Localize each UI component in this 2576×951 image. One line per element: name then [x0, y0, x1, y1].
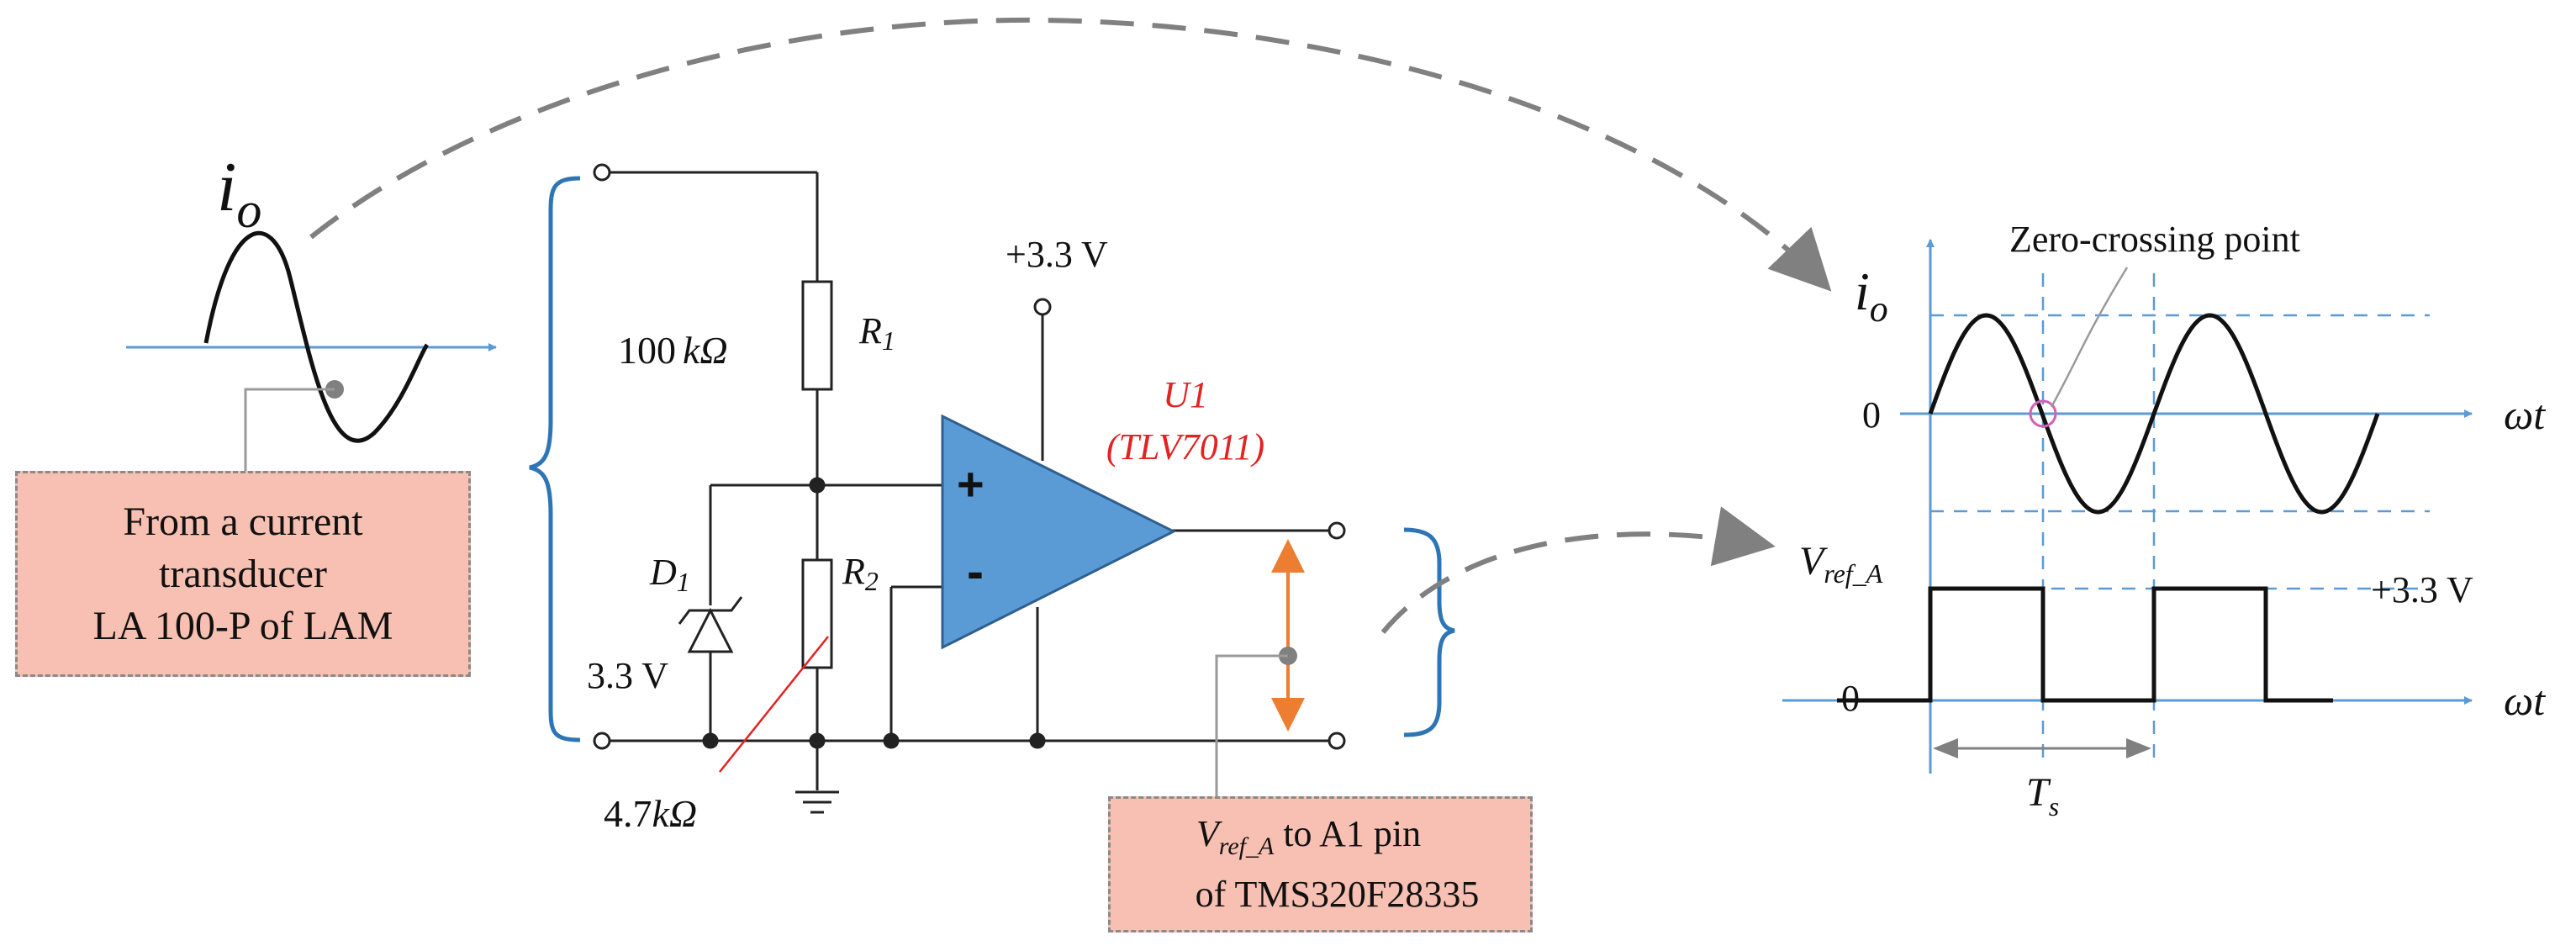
io-zero-label: 0 [1862, 394, 1881, 436]
r2-name-label: R2 [842, 551, 879, 596]
opamp-triangle [941, 414, 1177, 650]
vref-omega-t-label: ωt [2504, 677, 2546, 724]
input-bracket [529, 176, 581, 742]
output-note-line-2: of TMS320F28335 [1195, 874, 1480, 916]
source-note-line-2: transducer [159, 551, 327, 596]
zero-crossing-label: Zero-crossing point [2009, 219, 2300, 260]
output-bracket [1403, 527, 1455, 737]
input-signal-sketch: io [126, 148, 497, 471]
input-sine-wave [203, 231, 430, 443]
terminal-top-left [593, 163, 611, 182]
r2-value-pointer [719, 636, 829, 773]
zero-crossing-marker [2029, 399, 2057, 428]
opamp-minus-sign: - [967, 543, 984, 600]
supply-terminal [1033, 298, 1052, 316]
r1-name-label: R1 [858, 310, 895, 356]
terminal-output [1328, 521, 1346, 540]
d1-name-label: D1 [649, 552, 690, 597]
vref-zero-label: 0 [1841, 678, 1860, 719]
zero-crossing-leader [2050, 267, 2129, 408]
output-note-line-1: Vref_A to A1 pin [1196, 810, 1444, 871]
vref-axis-label: Vref_A [1799, 539, 1883, 589]
opamp-part-label: (TLV7011) [1106, 426, 1264, 468]
r2-value-label: 4.7kΩ [604, 792, 697, 835]
d1-value-label: 3.3 V [587, 655, 668, 696]
period-label: Ts [2026, 770, 2059, 822]
vref-level-label: +3.3 V [2371, 569, 2473, 610]
resistor-r1 [801, 280, 833, 391]
io-axis-label: io [1855, 262, 1888, 330]
opamp-plus-sign: + [957, 457, 984, 510]
source-note-box: From a current transducer LA 100-P of LA… [15, 471, 471, 677]
terminal-bottom-right [1328, 732, 1346, 750]
opamp-name-label: U1 [1163, 374, 1208, 415]
io-sine-wave [1928, 313, 2380, 515]
input-signal-label: io [217, 148, 261, 238]
io-omega-t-label: ωt [2504, 391, 2546, 438]
supply-label: +3.3 V [1006, 234, 1108, 275]
sample-leader-line [244, 388, 335, 471]
flow-arrow-bottom [1380, 506, 1776, 634]
terminal-bottom-left [593, 732, 611, 750]
output-note-rest: to A1 pin [1274, 812, 1422, 854]
zener-diode [687, 607, 734, 653]
source-note-line-3: LA 100-P of LAM [92, 603, 393, 648]
source-note-line-1: From a current [123, 499, 363, 544]
ground-symbol [795, 790, 839, 814]
vref-square-wave [1837, 586, 2333, 703]
conditioning-circuit [529, 163, 1455, 814]
output-leader-line [1215, 654, 1288, 799]
waveform-plots: Zero-crossing point io 0 ωt Vref_A +3.3 … [1782, 219, 2546, 822]
output-note-box: Vref_A to A1 pin of TMS320F28335 [1108, 796, 1533, 933]
output-signal-name: Vref_A [1196, 812, 1275, 860]
flow-arrow-top [309, 17, 1832, 292]
